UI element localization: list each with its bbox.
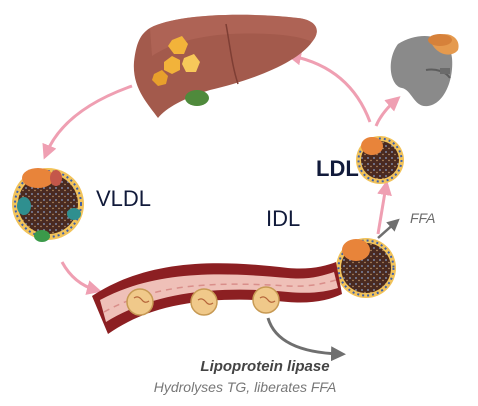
ffa-label: FFA xyxy=(410,210,436,226)
cell-icon xyxy=(390,34,459,107)
arrow-lipase xyxy=(266,317,346,362)
arrow-ldl-to-cell xyxy=(374,96,401,127)
arrow-ldl-to-liver xyxy=(286,50,372,123)
lipoprotein-lipase-icon xyxy=(126,286,280,316)
ldl-particle-icon xyxy=(356,136,404,184)
ldl-label: LDL xyxy=(316,156,359,181)
idl-particle-icon xyxy=(336,238,396,298)
arrow-ffa-release xyxy=(377,218,400,239)
arrow-liver-to-vldl xyxy=(42,84,133,160)
vldl-particle-icon xyxy=(12,168,84,242)
blood-vessel-icon xyxy=(92,262,342,334)
arrow-idl-to-ldl xyxy=(376,180,392,235)
lipoprotein-lipase-text: Lipoprotein lipase xyxy=(200,358,330,375)
lipoprotein-lipase-label: Lipoprotein lipase xyxy=(0,358,478,375)
liver-icon xyxy=(133,14,317,119)
arrow-vldl-to-vessel xyxy=(60,261,102,295)
lipase-description-text: Hydrolyses TG, liberates FFA xyxy=(153,379,337,395)
lipase-description: Hydrolyses TG, liberates FFA xyxy=(0,379,478,395)
idl-label: IDL xyxy=(266,206,301,231)
vldl-label: VLDL xyxy=(96,186,152,211)
